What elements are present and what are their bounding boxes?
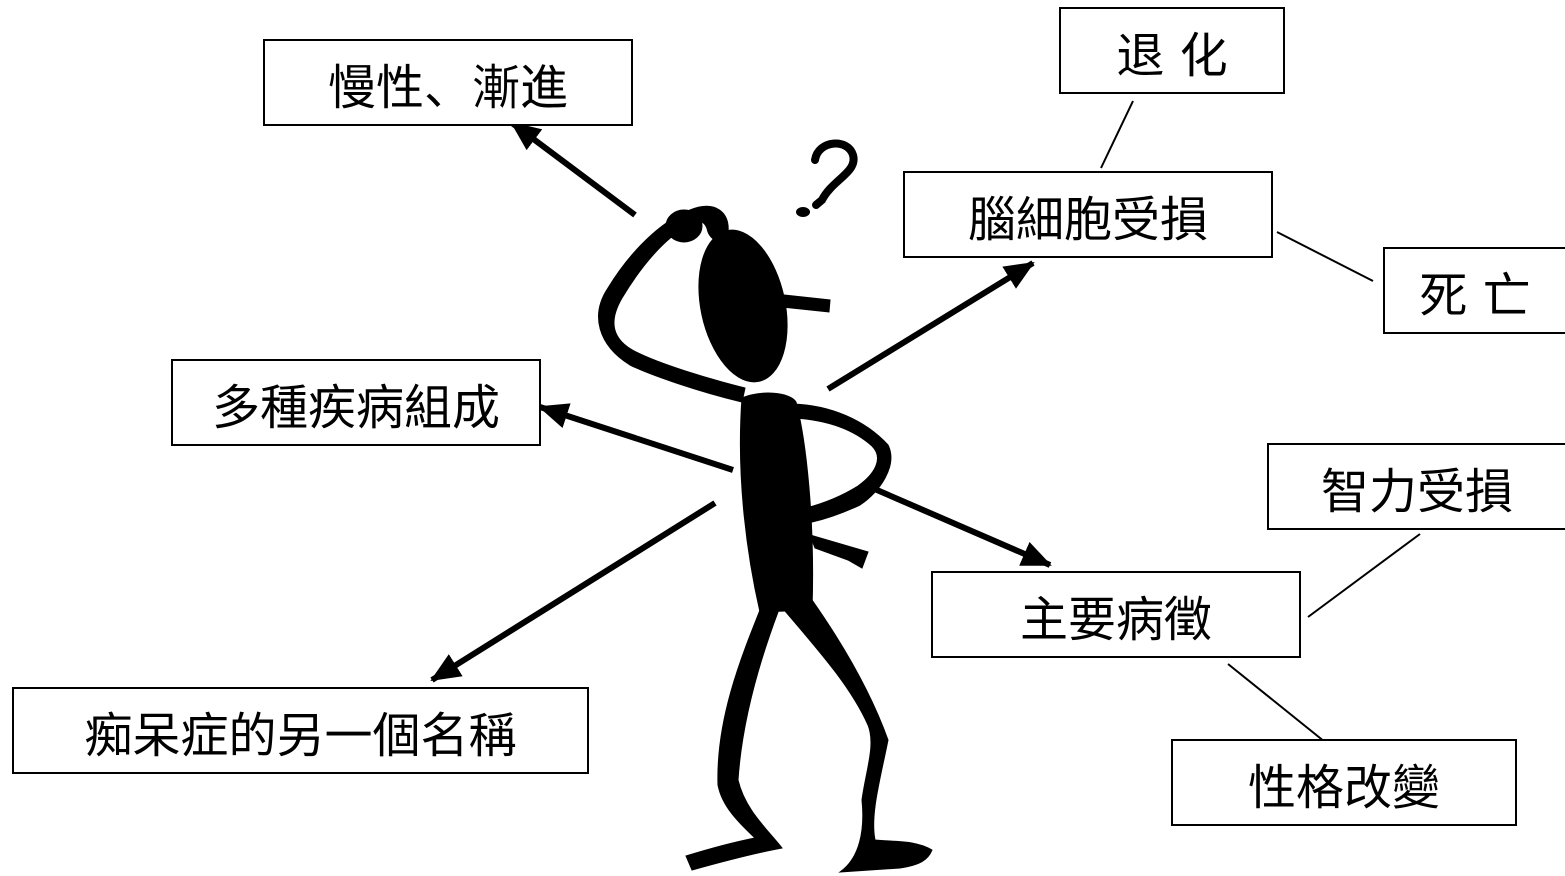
box-degeneration: 退 化 — [1059, 7, 1285, 94]
box-multiple-diseases: 多種疾病組成 — [171, 359, 541, 446]
label-main-symptoms: 主要病徵 — [1019, 591, 1212, 648]
question-mark-icon — [796, 139, 858, 217]
box-main-symptoms: 主要病徵 — [931, 571, 1301, 658]
arrow-to-multiple-diseases — [538, 403, 734, 473]
stick-figure-icon — [598, 205, 933, 873]
box-intelligence-damage: 智力受損 — [1267, 443, 1565, 530]
connector-intelligence-damage — [1307, 533, 1421, 618]
label-personality-change: 性格改變 — [1247, 759, 1440, 816]
label-another-name: 痴呆症的另一個名稱 — [84, 707, 517, 764]
label-multiple-diseases: 多種疾病組成 — [211, 379, 500, 436]
label-chronic-progressive: 慢性、漸進 — [327, 59, 568, 116]
label-brain-cell-damage: 腦細胞受損 — [967, 191, 1208, 248]
label-intelligence-damage: 智力受損 — [1320, 463, 1513, 520]
connector-degeneration — [1100, 100, 1134, 169]
label-degeneration: 退 化 — [1116, 27, 1228, 84]
arrow-to-brain-cell-damage — [826, 260, 1035, 392]
box-another-name: 痴呆症的另一個名稱 — [12, 687, 589, 774]
connector-personality-change — [1227, 663, 1326, 743]
box-death: 死 亡 — [1383, 247, 1565, 334]
box-chronic-progressive: 慢性、漸進 — [263, 39, 633, 126]
arrow-to-chronic-progressive — [510, 120, 637, 218]
label-death: 死 亡 — [1419, 267, 1531, 324]
box-personality-change: 性格改變 — [1171, 739, 1517, 826]
connector-death — [1276, 231, 1374, 282]
arrow-to-another-name — [430, 500, 717, 683]
arrow-to-main-symptoms — [868, 484, 1052, 568]
box-brain-cell-damage: 腦細胞受損 — [903, 171, 1273, 258]
